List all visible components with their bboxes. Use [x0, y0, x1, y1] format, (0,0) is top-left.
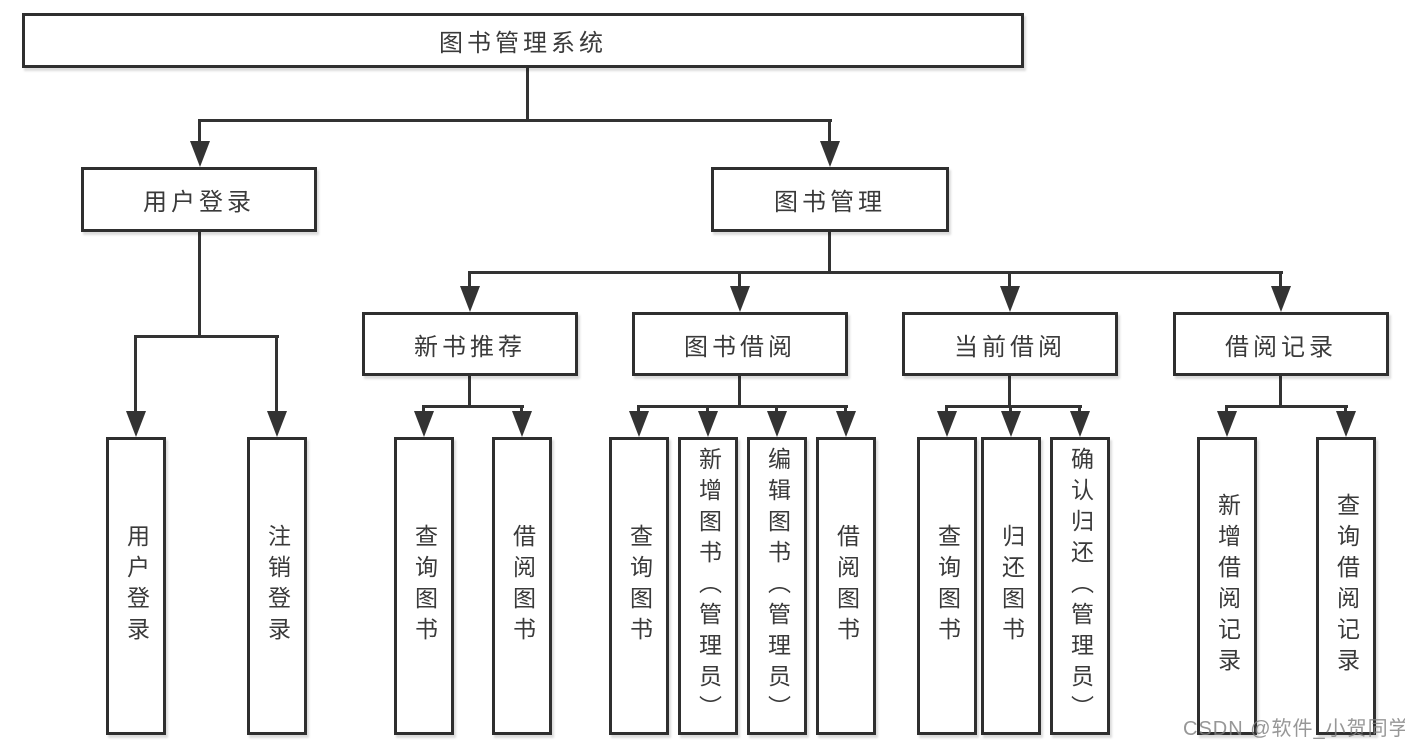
connector-line [422, 407, 425, 413]
leaf-confirm-return-admin: 确认归还（管理员） [1050, 437, 1110, 735]
connector-line [422, 405, 524, 408]
connector-line [738, 273, 741, 289]
node-book-management: 图书管理 [711, 167, 949, 232]
leaf-label: 确认归还（管理员） [1067, 446, 1094, 726]
arrow-down-icon [1070, 411, 1090, 437]
node-label: 当前借阅 [954, 333, 1066, 361]
leaf-label: 编辑图书（管理员） [764, 446, 791, 726]
node-label: 借阅记录 [1225, 333, 1337, 361]
arrow-down-icon [836, 411, 856, 437]
connector-line [1225, 405, 1348, 408]
arrow-down-icon [937, 411, 957, 437]
arrow-down-icon [267, 411, 287, 437]
connector-line [468, 271, 1283, 274]
leaf-query-borrow-record: 查询借阅记录 [1316, 437, 1376, 735]
connector-line [1008, 273, 1011, 289]
leaf-add-books-admin: 新增图书（管理员） [678, 437, 738, 735]
arrow-down-icon [126, 411, 146, 437]
leaf-label: 新增图书（管理员） [695, 446, 722, 726]
arrow-down-icon [460, 286, 480, 312]
leaf-query-books: 查询图书 [394, 437, 454, 735]
node-label: 新书推荐 [414, 333, 526, 361]
leaf-borrow-books: 借阅图书 [816, 437, 876, 735]
node-root: 图书管理系统 [22, 13, 1024, 68]
arrow-down-icon [698, 411, 718, 437]
connector-line [1009, 407, 1012, 413]
leaf-label: 注销登录 [264, 524, 291, 648]
connector-line [945, 405, 1082, 408]
node-root-label: 图书管理系统 [439, 30, 607, 57]
arrow-down-icon [190, 141, 210, 167]
connector-line [134, 335, 279, 338]
connector-line [828, 232, 831, 273]
arrow-down-icon [1000, 286, 1020, 312]
connector-line [844, 407, 847, 413]
watermark: CSDN @软件_小贺同学 [1183, 718, 1405, 740]
arrow-down-icon [629, 411, 649, 437]
connector-line [706, 407, 709, 413]
connector-line [468, 376, 471, 407]
leaf-label: 查询图书 [626, 524, 653, 648]
arrow-down-icon [767, 411, 787, 437]
leaf-borrow-books: 借阅图书 [492, 437, 552, 735]
arrow-down-icon [820, 141, 840, 167]
arrow-down-icon [414, 411, 434, 437]
connector-line [134, 337, 137, 412]
connector-line [526, 68, 529, 121]
connector-line [775, 407, 778, 413]
connector-line [1279, 376, 1282, 407]
leaf-logout: 注销登录 [247, 437, 307, 735]
leaf-user-login: 用户登录 [106, 437, 166, 735]
node-label: 用户登录 [143, 189, 255, 216]
arrow-down-icon [1217, 411, 1237, 437]
leaf-label: 用户登录 [123, 524, 150, 648]
leaf-label: 查询借阅记录 [1333, 493, 1360, 679]
connector-line [828, 121, 831, 143]
leaf-label: 查询图书 [411, 524, 438, 648]
leaf-query-books: 查询图书 [917, 437, 977, 735]
connector-line [198, 119, 832, 122]
connector-line [738, 376, 741, 407]
arrow-down-icon [1336, 411, 1356, 437]
node-user-login: 用户登录 [81, 167, 317, 232]
connector-line [468, 273, 471, 289]
leaf-label: 新增借阅记录 [1214, 493, 1241, 679]
node-label: 图书管理 [774, 189, 886, 216]
node-new-book-recommend: 新书推荐 [362, 312, 578, 376]
connector-line [1008, 376, 1011, 407]
leaf-label: 借阅图书 [833, 524, 860, 648]
arrow-down-icon [1271, 286, 1291, 312]
arrow-down-icon [730, 286, 750, 312]
arrow-down-icon [512, 411, 532, 437]
connector-line [275, 337, 278, 412]
connector-line [637, 407, 640, 413]
leaf-label: 查询图书 [934, 524, 961, 648]
connector-line [1225, 407, 1228, 413]
connector-line [637, 405, 848, 408]
connector-line [1078, 407, 1081, 413]
node-label: 图书借阅 [684, 333, 796, 361]
leaf-return-books: 归还图书 [981, 437, 1041, 735]
connector-line [1279, 273, 1282, 289]
leaf-edit-books-admin: 编辑图书（管理员） [747, 437, 807, 735]
connector-line [520, 407, 523, 413]
connector-line [1344, 407, 1347, 413]
node-current-borrowing: 当前借阅 [902, 312, 1118, 376]
leaf-label: 归还图书 [998, 524, 1025, 648]
leaf-query-books: 查询图书 [609, 437, 669, 735]
leaf-add-borrow-record: 新增借阅记录 [1197, 437, 1257, 735]
connector-line [198, 232, 201, 337]
leaf-label: 借阅图书 [509, 524, 536, 648]
arrow-down-icon [1001, 411, 1021, 437]
connector-line [198, 121, 201, 143]
node-borrow-records: 借阅记录 [1173, 312, 1389, 376]
connector-line [945, 407, 948, 413]
node-book-borrowing: 图书借阅 [632, 312, 848, 376]
